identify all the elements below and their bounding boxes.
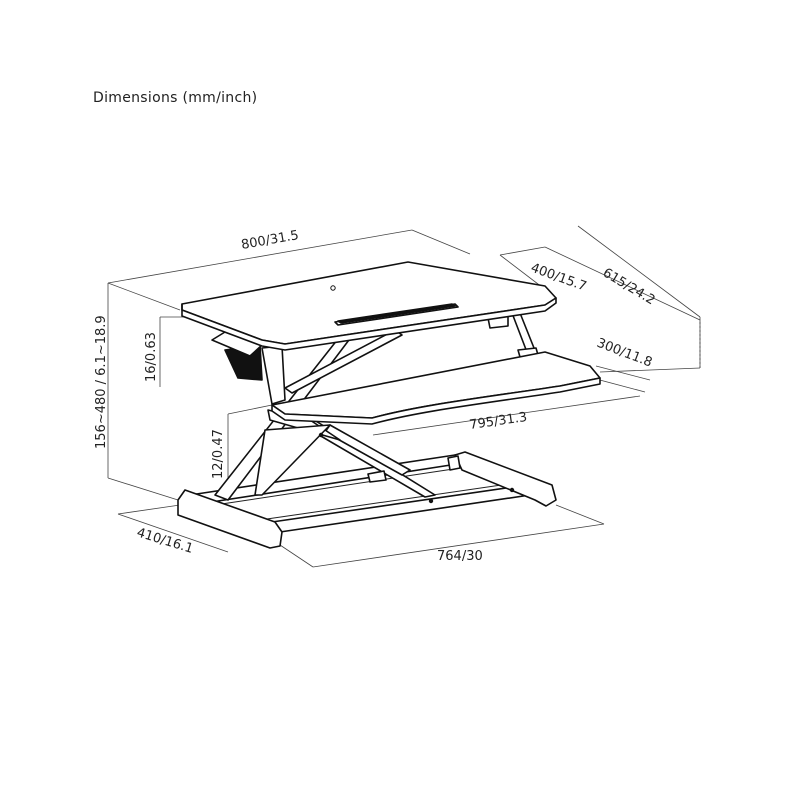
label-top-width: 800/31.5	[240, 228, 300, 253]
label-base-width: 764/30	[437, 549, 483, 564]
diagram-title: Dimensions (mm/inch)	[93, 90, 258, 106]
label-tray-offset: 12/0.47	[211, 429, 226, 479]
label-height-range: 156~480 / 6.1~18.9	[94, 315, 109, 449]
label-keyboard-depth: 300/11.8	[595, 336, 655, 371]
label-overall-depth: 615/24.2	[600, 266, 658, 309]
desktop-surface	[181, 261, 557, 351]
desk-base	[177, 451, 557, 549]
label-keyboard-width: 795/31.3	[468, 410, 528, 433]
label-top-thickness: 16/0.63	[144, 332, 159, 382]
dimension-lines	[107, 225, 701, 568]
keyboard-tray	[271, 351, 601, 425]
